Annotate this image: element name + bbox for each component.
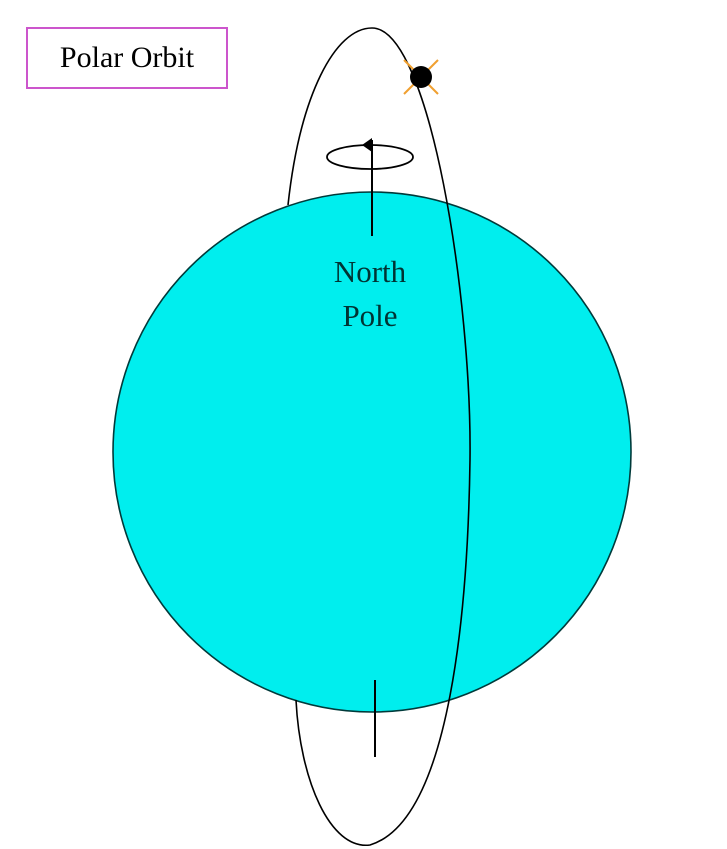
satellite-icon <box>404 60 438 94</box>
rotation-arrow-icon <box>327 138 413 169</box>
north-pole-label-line1: North <box>300 250 440 294</box>
north-pole-label: North Pole <box>300 250 440 338</box>
orbit-path-back <box>288 28 372 205</box>
diagram-title: Polar Orbit <box>60 41 194 75</box>
north-pole-label-line2: Pole <box>300 294 440 338</box>
title-box: Polar Orbit <box>26 27 228 89</box>
